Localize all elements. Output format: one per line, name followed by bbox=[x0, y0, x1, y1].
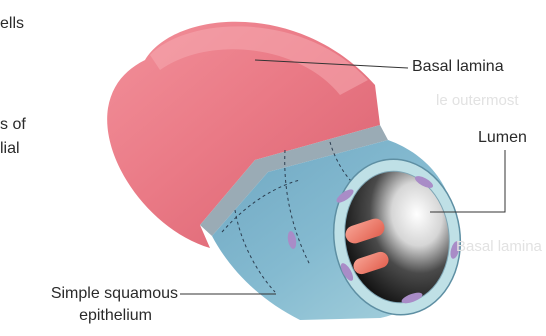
label-epithelium: epithelium bbox=[12, 306, 152, 326]
label-simple-squamous: Simple squamous bbox=[12, 284, 178, 304]
faint-text: le outermost bbox=[436, 92, 519, 110]
label-lumen: Lumen bbox=[478, 128, 527, 148]
label-basal-lamina: Basal lamina bbox=[412, 57, 504, 77]
faint-text: Basal lamina bbox=[456, 238, 542, 256]
cropped-text-fragment: lial bbox=[0, 139, 20, 159]
cropped-text-fragment: s of bbox=[0, 115, 26, 135]
cropped-text-fragment: ells bbox=[0, 14, 24, 34]
